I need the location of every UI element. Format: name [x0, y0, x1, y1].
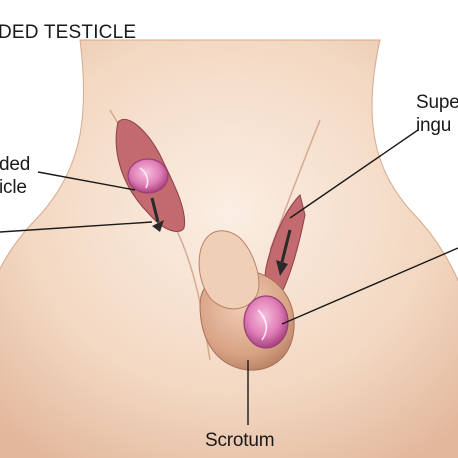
undescended-testicle: [127, 158, 169, 194]
label-undescended-line2: icle: [0, 177, 27, 198]
diagram-title: DED TESTICLE: [0, 22, 137, 43]
leader-canal-left: [0, 221, 153, 233]
leader-undescended: [37, 171, 136, 191]
label-superficial-line1: Supe: [416, 92, 458, 113]
label-superficial-line2: ingu: [416, 115, 452, 136]
left-descent-arrow: [150, 197, 160, 223]
leader-superficial: [289, 129, 419, 219]
penis-shape: [198, 230, 260, 310]
label-undescended-line1: ded: [0, 154, 31, 175]
leader-normal: [281, 247, 458, 325]
right-descent-arrow: [280, 229, 292, 263]
label-scrotum: Scrotum: [205, 430, 275, 451]
